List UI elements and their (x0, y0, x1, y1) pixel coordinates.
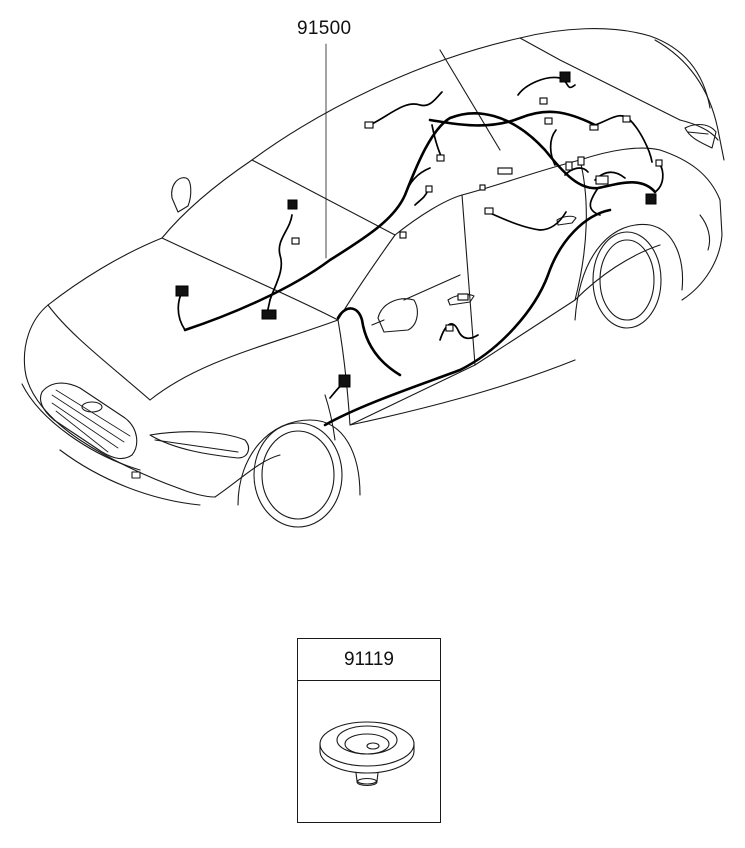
wiring-harness-drawing (175, 71, 664, 427)
connector (291, 237, 300, 245)
connector (479, 184, 486, 191)
connector (484, 207, 494, 215)
connector (565, 161, 573, 171)
connector (577, 156, 585, 166)
harness-part-number-label: 91500 (297, 18, 352, 39)
connector (364, 121, 374, 129)
connector (539, 97, 548, 105)
connector (544, 117, 553, 125)
connector (445, 324, 454, 332)
connector (589, 124, 599, 131)
connector (595, 175, 609, 185)
connector (287, 199, 298, 210)
connector (399, 231, 407, 239)
connector (338, 374, 351, 388)
connector (622, 115, 631, 123)
grommet-icon (319, 721, 415, 787)
grommet-part-box: 91119 (297, 638, 441, 823)
grommet-part-number-label: 91119 (298, 639, 440, 681)
connector (645, 193, 657, 205)
connector (175, 285, 189, 297)
connector (655, 159, 663, 167)
connector (457, 293, 469, 301)
connector (559, 71, 571, 83)
connector (497, 167, 513, 175)
car-outline-drawing (21, 28, 725, 528)
connector (261, 309, 277, 320)
connector (436, 154, 445, 162)
connector (425, 185, 433, 193)
car-body (21, 28, 725, 528)
